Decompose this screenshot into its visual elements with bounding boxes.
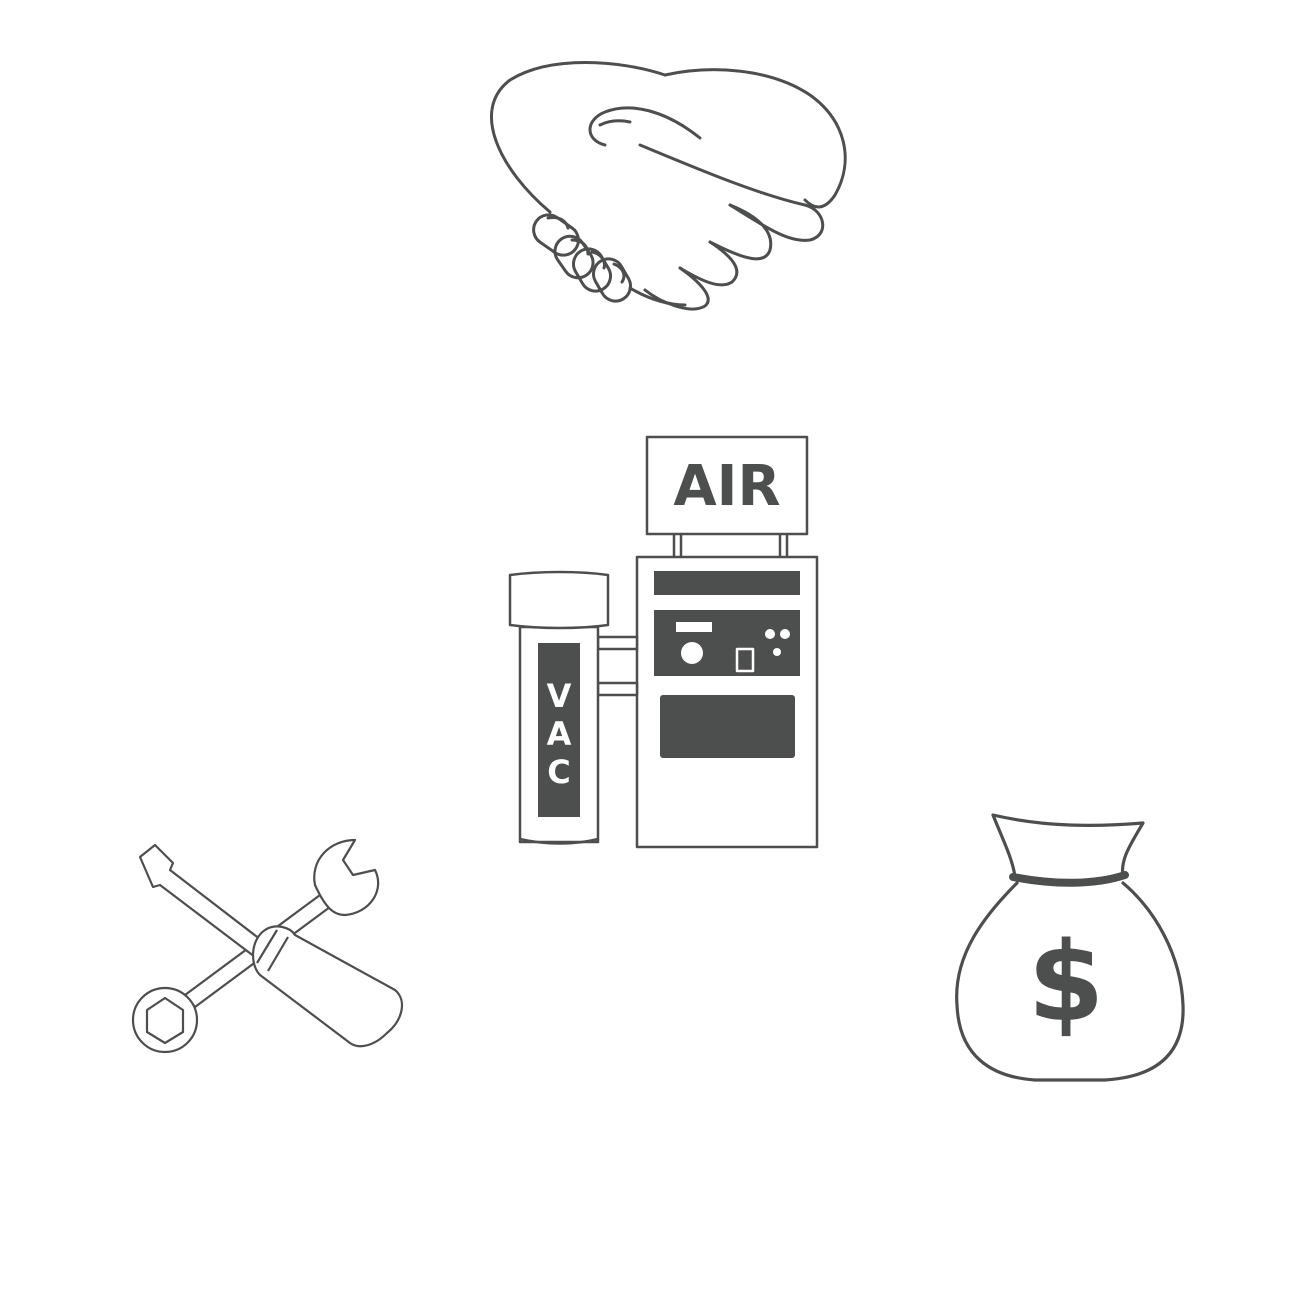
- air-vac-station-icon: AIR V A C: [500, 425, 830, 860]
- money-bag-icon: $: [945, 805, 1195, 1090]
- hose-door: [660, 695, 795, 758]
- screwdriver-icon: [138, 843, 404, 1048]
- handshake-icon: [470, 50, 860, 320]
- wrench-screwdriver-icon: [125, 835, 410, 1065]
- vac-letter-a: A: [547, 715, 572, 753]
- vac-cap: [508, 570, 610, 630]
- display-strip: [654, 571, 800, 595]
- vac-letter-c: C: [547, 753, 570, 791]
- air-sign: [645, 435, 809, 536]
- dollar-symbol: $: [1028, 918, 1105, 1046]
- vac-label-panel: [538, 643, 580, 817]
- vac-letter-v: V: [547, 677, 572, 715]
- air-label: AIR: [673, 454, 780, 519]
- control-panel: [654, 610, 800, 676]
